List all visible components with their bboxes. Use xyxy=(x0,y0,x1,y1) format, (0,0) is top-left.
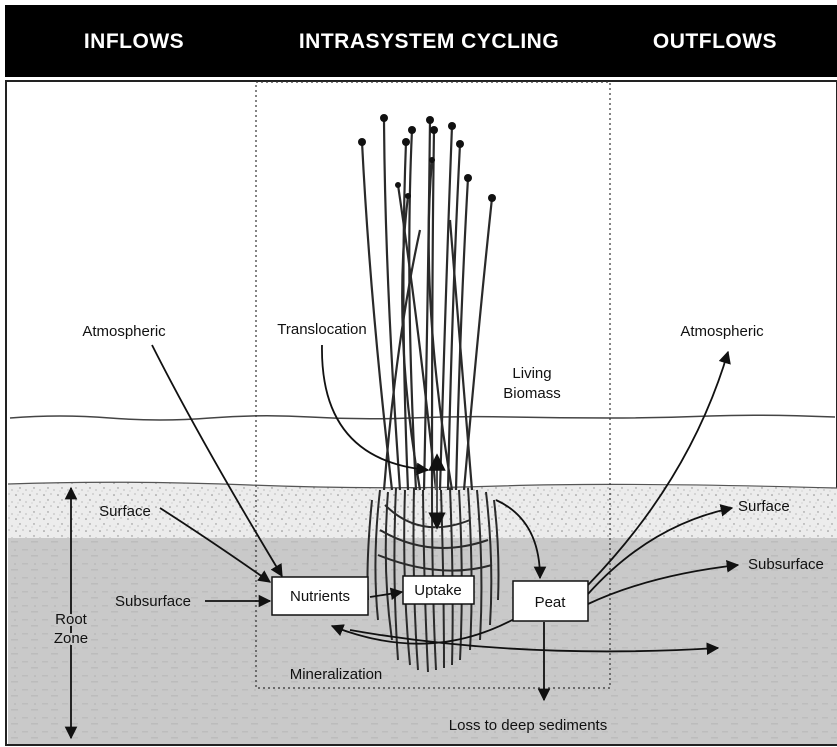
label-living: Living xyxy=(512,365,551,382)
nutrients-label: Nutrients xyxy=(290,588,350,605)
label-mineralization: Mineralization xyxy=(290,666,383,683)
label-biomass: Biomass xyxy=(503,385,561,402)
label-atmospheric-out: Atmospheric xyxy=(680,323,764,340)
header-outflows: OUTFLOWS xyxy=(653,30,777,53)
label-surface-out: Surface xyxy=(738,498,790,515)
label-subsurface-in: Subsurface xyxy=(115,593,191,610)
label-translocation: Translocation xyxy=(277,321,367,338)
label-zone: Zone xyxy=(54,630,88,647)
uptake-label: Uptake xyxy=(414,582,462,599)
label-subsurface-out: Subsurface xyxy=(748,556,824,573)
header-intrasystem-cycling: INTRASYSTEM CYCLING xyxy=(299,30,559,53)
peat-label: Peat xyxy=(535,594,567,611)
label-loss-deep-sediments: Loss to deep sediments xyxy=(449,717,607,734)
header-inflows: INFLOWS xyxy=(84,30,184,53)
label-surface-in: Surface xyxy=(99,503,151,520)
label-root: Root xyxy=(55,611,88,628)
label-atmospheric-in: Atmospheric xyxy=(82,323,166,340)
